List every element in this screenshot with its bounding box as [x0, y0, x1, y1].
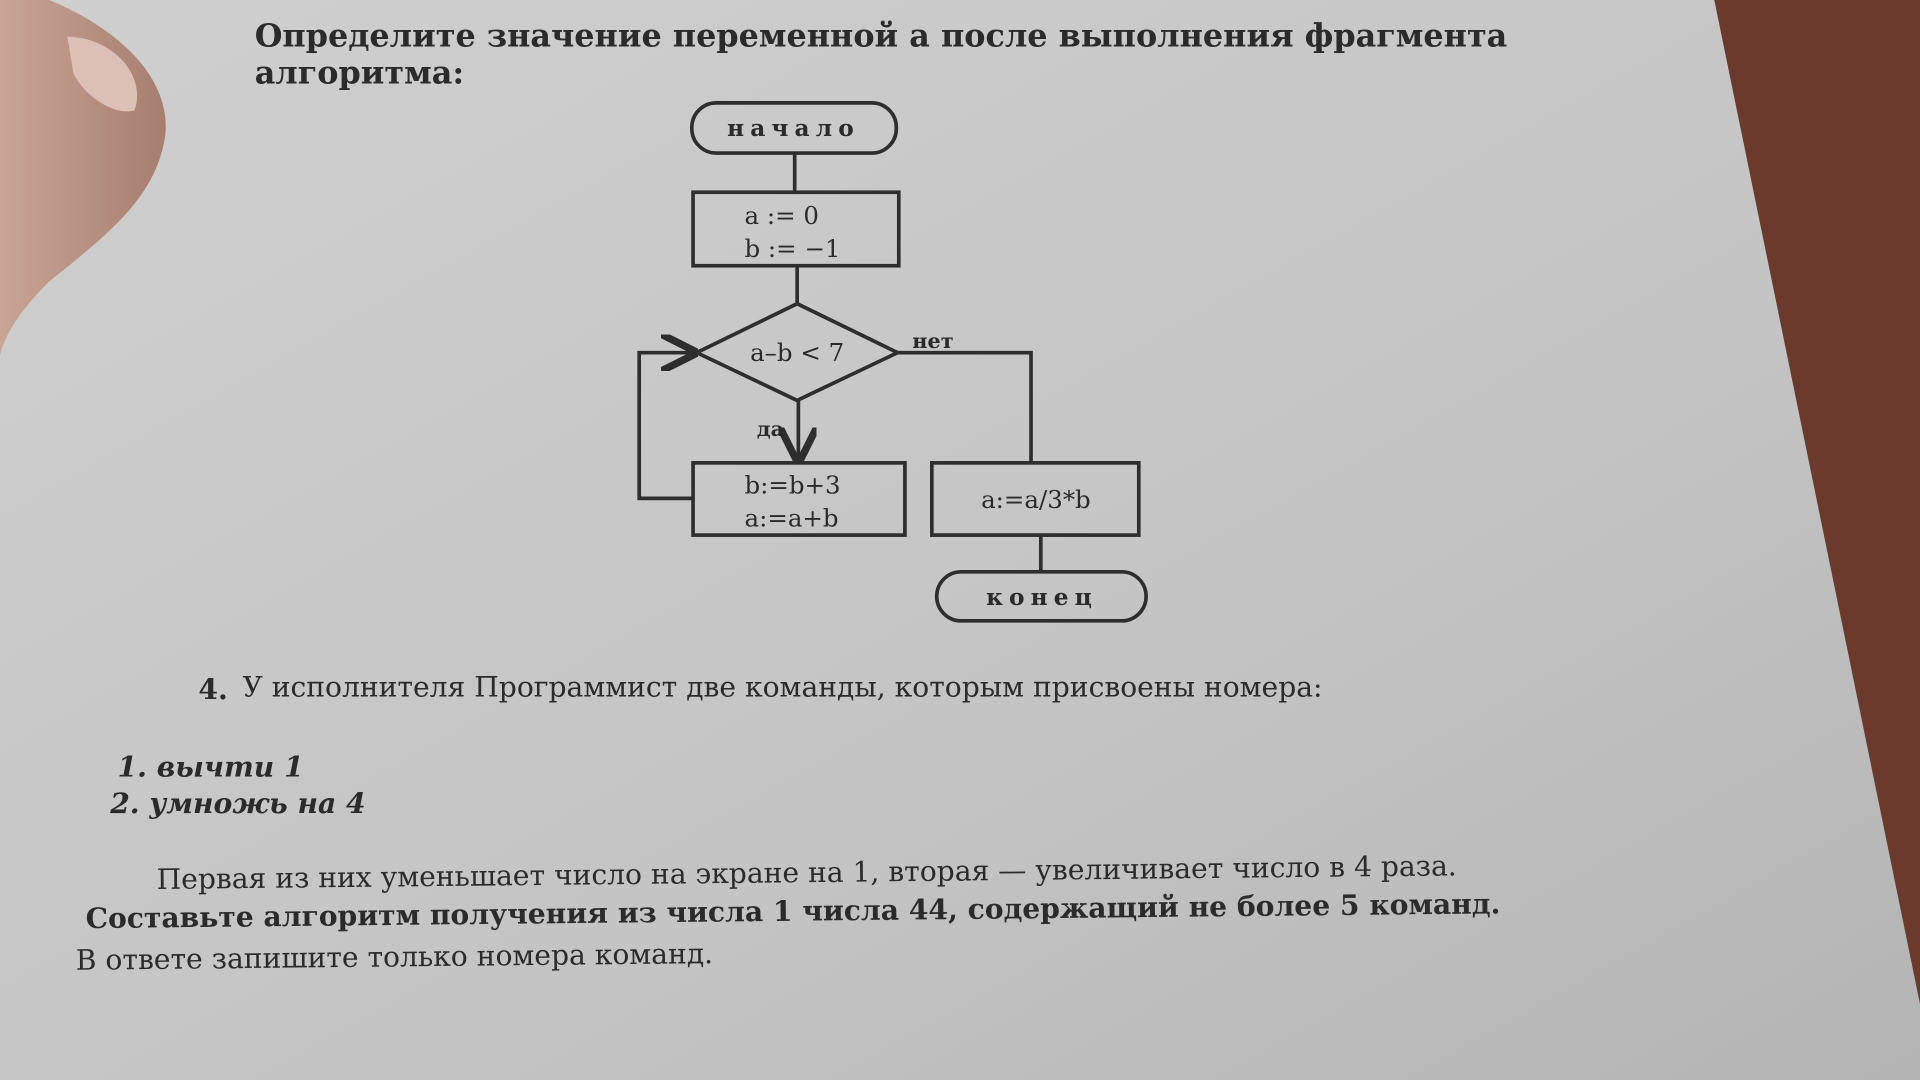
command-1: 1. вычти 1 [118, 750, 304, 783]
final-label: a:=a/3*b [981, 485, 1091, 514]
init-line-1: a := 0 [744, 201, 818, 230]
no-label: нет [912, 328, 953, 353]
thumbnail [67, 36, 138, 112]
yes-label: да [757, 416, 784, 441]
task-intro: У исполнителя Программист две команды, к… [242, 671, 1322, 704]
task-number: 4. [198, 673, 227, 706]
condition-label: a–b < 7 [750, 338, 844, 367]
question-line-1: Определите значение переменной a после в… [255, 17, 1508, 55]
init-line-2: b := −1 [744, 234, 840, 263]
loop-line-2: a:=a+b [744, 504, 838, 533]
loop-line-1: b:=b+3 [744, 470, 840, 499]
start-terminal [690, 101, 899, 155]
loop-back-arrow [637, 353, 694, 501]
answer-note: В ответе запишите только номера команд. [76, 937, 714, 977]
final-block [929, 461, 1141, 537]
task-4: 4. У исполнителя Программист две команды… [76, 671, 1501, 977]
start-label: начало [727, 115, 860, 142]
no-branch-line [897, 350, 1033, 463]
flowchart: начало a := 0 b := −1 a–b < 7 нет да b:=… [637, 101, 1148, 623]
question-line-2: алгоритма: [255, 53, 464, 91]
end-terminal [934, 570, 1148, 623]
command-2: 2. умножь на 4 [109, 787, 365, 820]
end-label: конец [986, 584, 1098, 611]
